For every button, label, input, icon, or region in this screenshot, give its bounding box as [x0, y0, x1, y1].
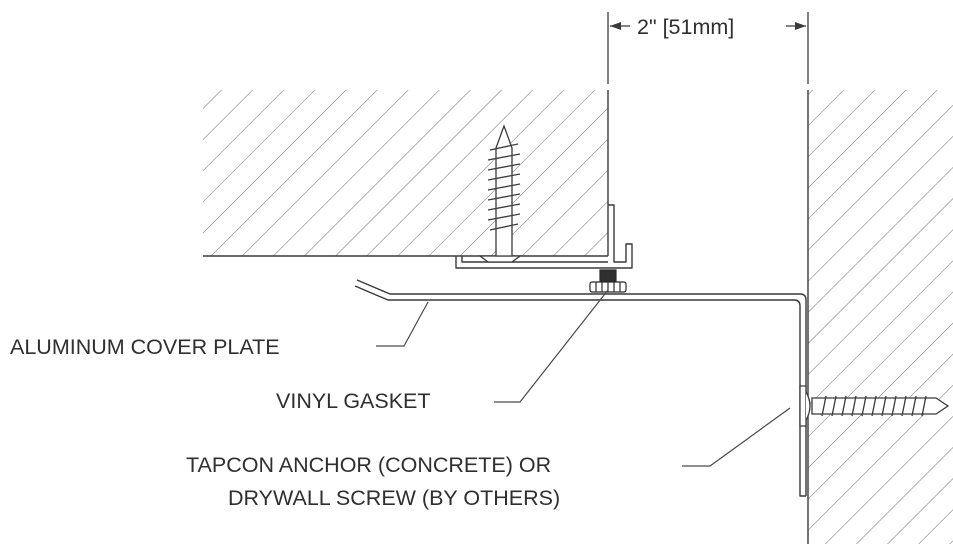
label-anchor-line1: TAPCON ANCHOR (CONCRETE) OR — [186, 453, 551, 477]
aluminum-cover-plate — [354, 279, 807, 497]
vinyl-gasket — [589, 269, 627, 293]
gap-dimension: 2" [51mm] — [607, 12, 809, 84]
tapcon-anchor — [799, 385, 950, 427]
left-substrate-slab — [203, 90, 609, 257]
callout-cover-plate: ALUMINUM COVER PLATE — [10, 301, 429, 359]
retainer-clip — [455, 204, 633, 269]
slab-screw — [478, 124, 522, 263]
right-substrate-wall — [807, 90, 953, 544]
label-anchor-line2: DRYWALL SCREW (BY OTHERS) — [228, 486, 560, 510]
dimension-label: 2" [51mm] — [637, 15, 734, 39]
callout-tapcon-anchor: TAPCON ANCHOR (CONCRETE) OR DRYWALL SCRE… — [186, 407, 791, 510]
label-cover-plate: ALUMINUM COVER PLATE — [10, 335, 280, 359]
callout-vinyl-gasket: VINYL GASKET — [276, 289, 609, 413]
label-vinyl-gasket: VINYL GASKET — [276, 389, 431, 413]
